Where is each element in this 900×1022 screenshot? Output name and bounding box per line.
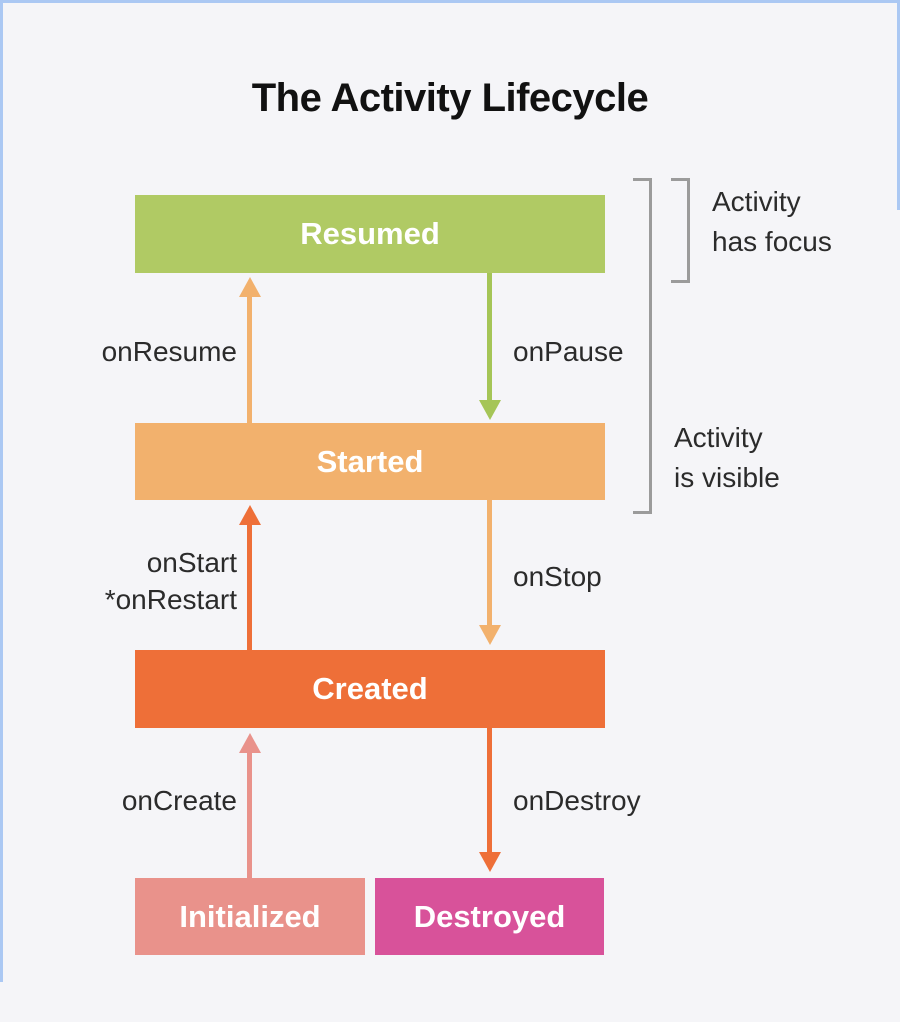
state-label-created: Created xyxy=(312,671,428,706)
frame-border-right xyxy=(897,0,900,210)
state-label-resumed: Resumed xyxy=(300,216,440,251)
state-box-created: Created xyxy=(135,650,605,728)
state-box-destroyed: Destroyed xyxy=(375,878,604,955)
state-box-resumed: Resumed xyxy=(135,195,605,273)
arrow-shaft-oncreate xyxy=(247,751,252,878)
transition-label-ondestroy: onDestroy xyxy=(513,785,641,816)
arrow-shaft-onstart xyxy=(247,523,252,650)
transition-label-onstart-line1: onStart xyxy=(146,547,237,578)
arrow-shaft-onpause xyxy=(487,273,492,401)
arrow-down-onpause-icon xyxy=(479,400,501,420)
annotation-activity-has-focus: Activity has focus xyxy=(712,186,832,257)
arrow-shaft-onstop xyxy=(487,500,492,626)
transition-label-onstart-line2: *onRestart xyxy=(104,584,237,615)
transition-label-onresume: onResume xyxy=(101,336,237,367)
transition-label-onstop: onStop xyxy=(513,561,602,592)
frame-border-left xyxy=(0,0,3,982)
state-label-destroyed: Destroyed xyxy=(413,898,566,934)
arrow-down-ondestroy-icon xyxy=(479,852,501,872)
arrow-down-onstop-icon xyxy=(479,625,501,645)
annotation-activity-is-visible: Activity is visible xyxy=(674,422,780,493)
arrow-up-onstart-icon xyxy=(239,505,261,525)
bracket-activity-is-visible xyxy=(633,178,652,514)
bracket-activity-has-focus xyxy=(671,178,690,283)
frame-border-top xyxy=(0,0,900,3)
transition-label-oncreate: onCreate xyxy=(121,785,237,816)
page-title: The Activity Lifecycle xyxy=(251,76,649,120)
state-label-initialized: Initialized xyxy=(179,898,321,934)
arrow-up-oncreate-icon xyxy=(239,733,261,753)
arrow-shaft-ondestroy xyxy=(487,728,492,853)
transition-label-onpause: onPause xyxy=(513,336,624,367)
arrow-up-onresume-icon xyxy=(239,277,261,297)
arrow-shaft-onresume xyxy=(247,295,252,423)
state-box-initialized: Initialized xyxy=(135,878,365,955)
transition-label-onstart: onStart *onRestart xyxy=(40,544,237,618)
state-label-started: Started xyxy=(316,443,424,479)
state-box-started: Started xyxy=(135,423,605,500)
